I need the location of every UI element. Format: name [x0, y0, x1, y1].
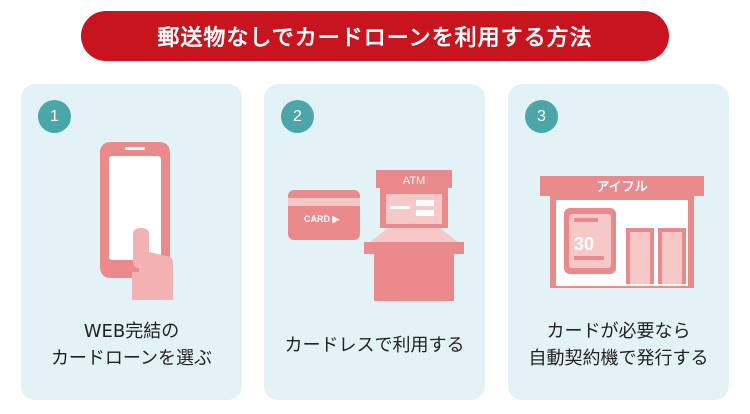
atm-label: ATM: [403, 175, 425, 187]
step-caption: カードが必要なら 自動契約機で発行する: [508, 310, 729, 380]
card-label: CARD ▶: [304, 214, 340, 224]
smartphone-icon: [100, 142, 173, 300]
step-caption-line-2: 自動契約機で発行する: [528, 348, 709, 369]
store-sign: アイフル: [596, 180, 647, 195]
step-caption: WEB完結の カードローンを選ぶ: [21, 310, 242, 380]
step-number-badge: 3: [525, 100, 558, 133]
page-title: 郵送物なしでカードローンを利用する方法: [81, 11, 669, 61]
step-caption-line-1: WEB完結の: [83, 321, 180, 342]
step-caption-line-1: カードレスで利用する: [284, 334, 465, 356]
step-card-1: 1 WEB完結の カードローンを選ぶ: [21, 84, 242, 400]
step-card-2: 2 CARD ▶ ATM カードレスで利用する: [264, 84, 485, 400]
atm-icon: CARD ▶ ATM: [288, 170, 464, 301]
step-caption-line-2: カードローンを選ぶ: [50, 348, 213, 369]
step-number-badge: 1: [38, 100, 71, 133]
step-number-badge: 2: [281, 100, 314, 133]
step-caption: カードレスで利用する: [264, 310, 485, 380]
step-card-3: 3 アイフル 30 カードが必要なら 自動契約機で発行する: [508, 84, 729, 400]
machine-label: 30: [574, 234, 594, 254]
store-icon: アイフル 30: [540, 176, 704, 288]
step-caption-line-1: カードが必要なら: [546, 321, 691, 342]
